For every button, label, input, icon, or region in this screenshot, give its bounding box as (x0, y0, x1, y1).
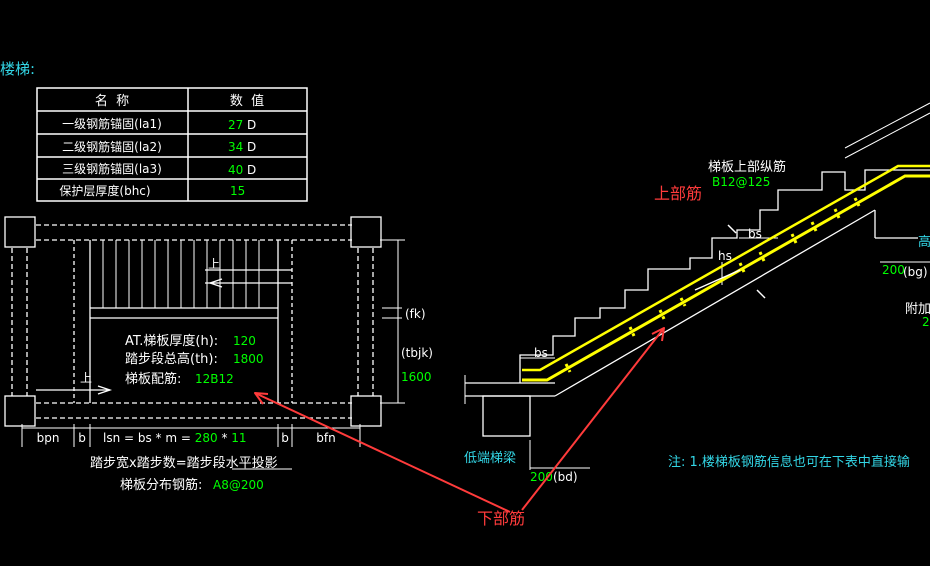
width-value: 1600 (401, 370, 432, 384)
dim-hs: hs (718, 249, 732, 263)
dim-lsn-m: 11 (231, 431, 246, 445)
height-label: 踏步段总高(th): (125, 351, 218, 367)
height-value: 1800 (233, 352, 264, 366)
thickness-value: 120 (233, 334, 256, 348)
drawing-title: 楼梯: (0, 60, 35, 78)
table-row-value: 27 (228, 118, 243, 132)
section-markers (694, 224, 766, 299)
dim-lsn-times: * (218, 431, 232, 445)
top-rebar-value: B12@125 (712, 175, 770, 189)
table-row-value: 15 (230, 184, 245, 198)
rebar-value: 12B12 (195, 372, 234, 386)
table-row-unit: D (247, 163, 256, 177)
tbjk-label: (tbjk) (401, 346, 433, 360)
table-row-unit: D (247, 118, 256, 132)
dim-bs-upper: bs (748, 227, 762, 241)
dim-bs-lower: bs (534, 346, 548, 360)
fk-label: (fk) (405, 307, 426, 321)
stair-plan-view (4, 216, 382, 427)
dim-bg-label: (bg) (903, 265, 928, 279)
dim-lsn-bs: 280 (195, 431, 218, 445)
thickness-label: AT.梯板厚度(h): (125, 333, 218, 349)
projection-caption: 踏步宽x踏步数=踏步段水平投影 (90, 455, 278, 471)
section-rebar (522, 164, 930, 382)
dim-bfn: bfn (316, 431, 335, 445)
dim-lsn-prefix: lsn = bs * m = (103, 431, 195, 445)
low-end-beam-label: 低端梯梁 (464, 451, 516, 466)
dim-bd-value: 200 (530, 470, 553, 484)
extra-rebar-label: 附加 (905, 302, 930, 317)
dim-bg-value: 200 (882, 263, 905, 277)
top-rebar-note: 上部筋 (654, 184, 702, 203)
note-text: 注: 1.楼梯板钢筋信息也可在下表中直接输 (668, 454, 910, 470)
stair-treads (102, 240, 260, 308)
table-row-name: 三级钢筋锚固(la3) (62, 161, 162, 176)
distribution-rebar-label: 梯板分布钢筋: (120, 477, 202, 493)
parameter-table (36, 87, 308, 202)
stair-section-view (464, 102, 930, 470)
top-rebar-label: 梯板上部纵筋 (708, 159, 786, 175)
stair-step-profile (519, 169, 930, 383)
table-row-name: 保护层厚度(bhc) (59, 183, 150, 198)
dim-bpn: bpn (37, 431, 60, 445)
plan-right-dimension (380, 239, 405, 404)
table-row-value: 34 (228, 140, 243, 154)
rebar-label: 梯板配筋: (125, 371, 181, 387)
bottom-rebar-note: 下部筋 (477, 509, 525, 528)
table-row-name: 二级钢筋锚固(la2) (62, 139, 162, 154)
table-header-name: 名 称 (95, 93, 129, 109)
distribution-rebar-value: A8@200 (213, 478, 264, 492)
dim-lsn-formula: lsn = bs * m = 280 * 11 (103, 431, 247, 445)
up-label: 上 (80, 371, 92, 385)
table-row-unit: D (247, 140, 256, 154)
table-row-value: 40 (228, 163, 243, 177)
red-annotation-arrows (254, 327, 665, 513)
extra-rebar-value: 2 (922, 315, 930, 329)
plan-bottom-dimension (21, 424, 361, 447)
dim-b: b (281, 431, 289, 445)
dim-b: b (78, 431, 86, 445)
table-row-name: 一级钢筋锚固(la1) (62, 116, 162, 131)
high-end-label: 高 (918, 234, 930, 250)
dim-bd-label: (bd) (553, 470, 578, 484)
up-label: 上 (208, 257, 220, 271)
table-header-value: 数 值 (230, 93, 264, 109)
